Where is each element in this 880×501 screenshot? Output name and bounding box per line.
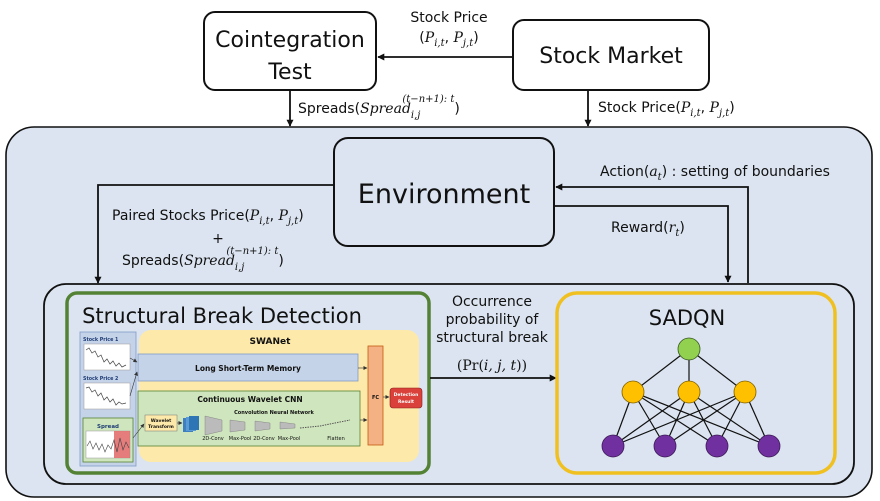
occurrence-line2: probability of bbox=[446, 312, 540, 328]
wavelet-label-line1: Wavelet bbox=[151, 418, 172, 424]
stock-price-top-formula: (Pi,t, Pj,t) bbox=[419, 30, 478, 49]
occurrence-line1: Occurrence bbox=[452, 294, 532, 310]
environment-label: Environment bbox=[358, 179, 530, 210]
output-node bbox=[677, 337, 701, 361]
sadqn-box: SADQN bbox=[555, 291, 837, 475]
swanet-panel: SWANet Long Short-Term Memory Continuous… bbox=[129, 330, 423, 462]
hidden-node bbox=[621, 380, 645, 404]
sbd-title: Structural Break Detection bbox=[82, 304, 362, 328]
spread-plot bbox=[86, 437, 130, 453]
stock-market-label: Stock Market bbox=[539, 44, 683, 69]
swanet-title: SWANet bbox=[250, 337, 292, 347]
maxpool-b-label: Max-Pool bbox=[278, 436, 301, 442]
stock-price-2-label: Stock Price 2 bbox=[83, 376, 118, 382]
arrow-environment-to-detection bbox=[94, 184, 334, 284]
stock-price-top-label: Stock Price bbox=[410, 10, 487, 26]
environment-box: Environment bbox=[333, 137, 555, 247]
flatten-label: Flatten bbox=[327, 436, 345, 442]
action-label: Action(at) : setting of boundaries bbox=[600, 164, 830, 183]
cointegration-label-line2: Test bbox=[267, 60, 312, 85]
stock-price-1-plot bbox=[85, 347, 127, 368]
plus-label: + bbox=[212, 231, 224, 247]
cnn-label: Convolution Neural Network bbox=[234, 410, 314, 416]
arrow-reward-to-sadqn bbox=[554, 205, 732, 283]
sadqn-title: SADQN bbox=[649, 306, 726, 330]
detection-label-line2: Result bbox=[398, 399, 415, 405]
stock-price-2-plot bbox=[85, 386, 127, 406]
conv2d-a-label: 2D-Conv bbox=[202, 436, 224, 442]
arrow-action-to-environment bbox=[555, 183, 749, 283]
paired-price-label: Paired Stocks Price(Pi,t, Pj,t) bbox=[112, 208, 304, 227]
cointegration-label-line1: Cointegration bbox=[215, 28, 365, 53]
cwcnn-label: Continuous Wavelet CNN bbox=[197, 395, 302, 404]
cointegration-test-box: Cointegration Test bbox=[203, 11, 377, 91]
input-node bbox=[653, 434, 677, 458]
input-node bbox=[601, 434, 625, 458]
hidden-node bbox=[677, 380, 701, 404]
input-node bbox=[757, 434, 781, 458]
occurrence-line4: (Pr(i, j, t)) bbox=[457, 358, 527, 374]
stock-price-1-label: Stock Price 1 bbox=[83, 337, 118, 343]
wavelet-label-line2: Transform bbox=[148, 424, 174, 430]
occurrence-line3: structural break bbox=[436, 330, 549, 346]
spread-label: Spread bbox=[97, 424, 119, 430]
conv2d-b-label: 2D-Conv bbox=[253, 436, 275, 442]
hidden-node bbox=[733, 380, 757, 404]
detection-label-line1: Detection bbox=[394, 392, 419, 398]
stock-price-right-label: Stock Price(Pi,t, Pj,t) bbox=[598, 100, 735, 119]
input-node bbox=[705, 434, 729, 458]
maxpool-a-label: Max-Pool bbox=[229, 436, 252, 442]
lstm-label: Long Short-Term Memory bbox=[195, 364, 301, 373]
reward-label: Reward(rt) bbox=[611, 220, 685, 239]
spreads-top-label: Spreads(Spreadi,j(t−n+1): t) bbox=[298, 94, 460, 121]
fc-label: FC bbox=[372, 395, 379, 401]
stock-market-box: Stock Market bbox=[512, 19, 710, 91]
spreads-left-label: Spreads(Spreadi,j(t−n+1): t) bbox=[122, 246, 284, 273]
input-panel: Stock Price 1 Stock Price 2 Spread bbox=[79, 331, 137, 467]
